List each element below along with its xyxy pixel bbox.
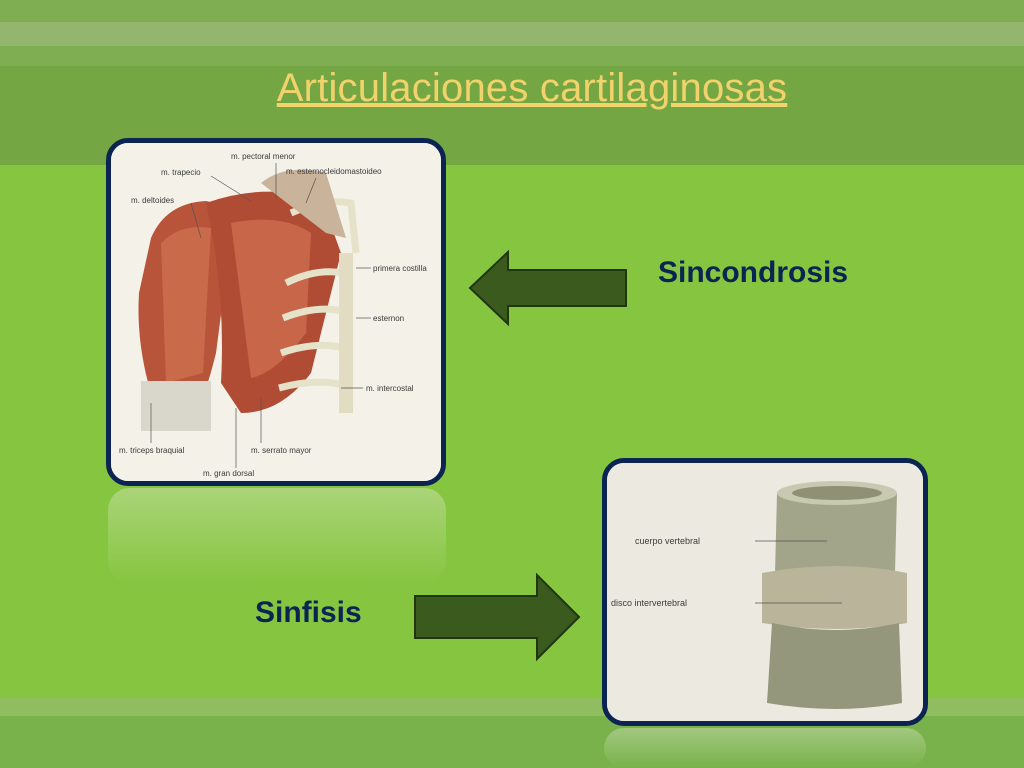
annotation: m. triceps braquial (119, 446, 185, 455)
annotation: m. gran dorsal (203, 469, 254, 478)
slide-title: Articulaciones cartilaginosas (276, 66, 788, 110)
annotation: m. deltoides (131, 196, 174, 205)
sincondrosis-label: Sincondrosis (658, 256, 849, 289)
annotation: m. esternocleidomastoideo (286, 167, 382, 176)
annotation: primera costilla (373, 264, 427, 273)
header-stripe (0, 0, 1024, 22)
header-stripe (0, 46, 1024, 66)
chest-muscle-drawing: m. pectoral menor m. trapecio m. esterno… (111, 143, 441, 481)
annotation: m. serrato mayor (251, 446, 312, 455)
annotation: m. pectoral menor (231, 152, 296, 161)
image-reflection (604, 728, 926, 768)
header-stripe (0, 22, 1024, 46)
annotation: m. trapecio (161, 168, 201, 177)
annotation: disco intervertebral (611, 598, 687, 608)
annotation: m. intercostal (366, 384, 414, 393)
annotation: cuerpo vertebral (635, 536, 700, 546)
sinfisis-label: Sinfisis (255, 596, 362, 629)
arrow-left-icon (468, 249, 627, 327)
vertebra-drawing: cuerpo vertebral disco intervertebral (607, 463, 923, 721)
chest-muscle-illustration: m. pectoral menor m. trapecio m. esterno… (106, 138, 446, 486)
image-reflection (108, 488, 446, 583)
annotation: esternon (373, 314, 404, 323)
vertebra-illustration: cuerpo vertebral disco intervertebral (602, 458, 928, 726)
arrow-right-icon (414, 572, 581, 662)
